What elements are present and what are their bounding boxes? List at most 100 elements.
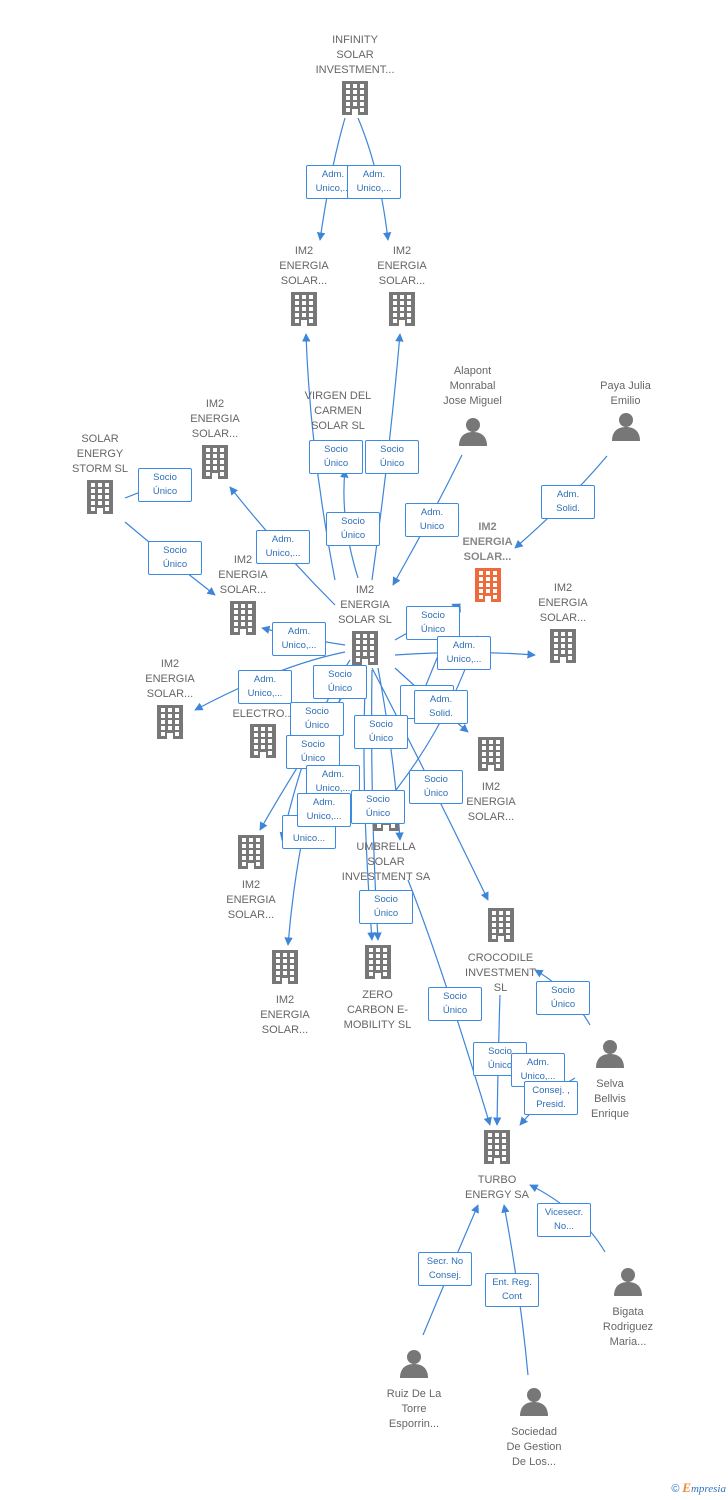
node-icon-wrap xyxy=(476,737,506,776)
relation-badge[interactable]: Vicesecr. No... xyxy=(537,1203,591,1237)
node-selva[interactable]: Selva Bellvis Enrique xyxy=(580,1038,640,1122)
person-icon xyxy=(520,1388,548,1416)
node-im2_f[interactable]: IM2 ENERGIA SOLAR... xyxy=(125,657,215,744)
relation-badge[interactable]: Socio Único xyxy=(536,981,590,1015)
node-im2_d[interactable]: IM2 ENERGIA SOLAR... xyxy=(518,581,608,668)
relation-badge[interactable]: Adm. Unico,... xyxy=(272,622,326,656)
node-im2_focus[interactable]: IM2 ENERGIA SOLAR... xyxy=(440,520,535,607)
node-icon-wrap xyxy=(548,629,578,668)
node-ruiz[interactable]: Ruiz De La Torre Esporrin... xyxy=(372,1348,456,1432)
node-label: Bigata Rodriguez Maria... xyxy=(602,1306,654,1348)
node-icon-wrap xyxy=(399,1348,429,1383)
relation-badge[interactable]: Adm. Unico,... xyxy=(347,165,401,199)
relation-badge[interactable]: Socio Único xyxy=(138,468,192,502)
node-im2_a[interactable]: IM2 ENERGIA SOLAR... xyxy=(259,244,349,331)
relation-badge[interactable]: Adm. Solid. xyxy=(541,485,595,519)
node-icon-wrap xyxy=(236,835,266,874)
relation-badge[interactable]: Secr. No Consej. xyxy=(418,1252,472,1286)
relation-badge[interactable]: Ent. Reg. Cont xyxy=(485,1273,539,1307)
node-icon-wrap xyxy=(363,945,393,984)
node-label: IM2 ENERGIA SOLAR... xyxy=(377,245,427,287)
node-virgen[interactable]: VIRGEN DEL CARMEN SOLAR SL xyxy=(292,389,384,434)
node-im2_center[interactable]: IM2 ENERGIA SOLAR SL xyxy=(320,583,410,670)
person-icon xyxy=(400,1350,428,1378)
building-icon xyxy=(230,601,256,635)
brand-name: mpresia xyxy=(690,1483,726,1495)
relation-badge[interactable]: Socio Único xyxy=(354,715,408,749)
node-solar_storm[interactable]: SOLAR ENERGY STORM SL xyxy=(55,432,145,519)
relation-badge[interactable]: Socio Único xyxy=(406,606,460,640)
relation-badge[interactable]: Socio Único xyxy=(428,987,482,1021)
relation-badge[interactable]: Adm. Unico xyxy=(405,503,459,537)
relation-badge[interactable]: Socio Único xyxy=(290,702,344,736)
relation-badge[interactable]: Socio Único xyxy=(409,770,463,804)
node-zero[interactable]: ZERO CARBON E- MOBILITY SL xyxy=(330,945,425,1033)
node-turbo[interactable]: TURBO ENERGY SA xyxy=(452,1130,542,1203)
node-icon-wrap xyxy=(458,416,488,451)
relation-badge[interactable]: Adm. Unico,... xyxy=(256,530,310,564)
brand-footer: © Empresia xyxy=(671,1480,726,1496)
relation-badge[interactable]: Socio Único xyxy=(309,440,363,474)
node-label: Paya Julia Emilio xyxy=(600,380,651,407)
building-icon xyxy=(484,1130,510,1164)
node-icon-wrap xyxy=(228,601,258,640)
node-icon-wrap xyxy=(482,1130,512,1169)
node-label: VIRGEN DEL CARMEN SOLAR SL xyxy=(304,390,372,432)
relation-badge[interactable]: Adm. Unico,... xyxy=(437,636,491,670)
node-infinity[interactable]: INFINITY SOLAR INVESTMENT... xyxy=(300,33,410,120)
node-label: Selva Bellvis Enrique xyxy=(591,1078,629,1120)
node-label: Alapont Monrabal Jose Miguel xyxy=(443,365,502,407)
node-label: Sociedad De Gestion De Los... xyxy=(506,1426,562,1468)
relation-badge[interactable]: Socio Único xyxy=(326,512,380,546)
node-label: IM2 ENERGIA SOLAR... xyxy=(145,658,195,700)
relation-badge[interactable]: Socio Único xyxy=(351,790,405,824)
node-label: INFINITY SOLAR INVESTMENT... xyxy=(315,34,395,76)
building-icon xyxy=(352,631,378,665)
relation-badge[interactable]: Socio Único xyxy=(365,440,419,474)
relation-badge[interactable]: Adm. Solid. xyxy=(414,690,468,724)
node-icon-wrap xyxy=(200,445,230,484)
node-im2_c[interactable]: IM2 ENERGIA SOLAR... xyxy=(170,397,260,484)
node-alapont[interactable]: Alapont Monrabal Jose Miguel xyxy=(425,364,520,451)
relation-badge[interactable]: Consej. , Presid. xyxy=(524,1081,578,1115)
node-sociedad[interactable]: Sociedad De Gestion De Los... xyxy=(490,1386,578,1470)
relation-badge[interactable]: Socio Único xyxy=(359,890,413,924)
building-icon xyxy=(250,724,276,758)
node-icon-wrap xyxy=(155,705,185,744)
node-icon-wrap xyxy=(611,411,641,446)
person-icon xyxy=(596,1040,624,1068)
building-icon xyxy=(478,737,504,771)
node-label: ZERO CARBON E- MOBILITY SL xyxy=(343,989,412,1031)
relation-edge xyxy=(407,879,492,1126)
node-paya[interactable]: Paya Julia Emilio xyxy=(578,379,673,446)
building-icon xyxy=(342,81,368,115)
node-icon-wrap xyxy=(85,480,115,519)
copyright-symbol: © xyxy=(671,1483,680,1495)
node-icon-wrap xyxy=(289,292,319,331)
person-icon xyxy=(458,418,487,446)
relation-badge[interactable]: Adm. Unico,... xyxy=(297,793,351,827)
node-label: IM2 ENERGIA SOLAR... xyxy=(218,554,268,596)
node-im2_g[interactable]: IM2 ENERGIA SOLAR... xyxy=(446,737,536,825)
node-crocodile[interactable]: CROCODILE INVESTMENT SL xyxy=(453,908,548,996)
relation-badge[interactable]: Socio Único xyxy=(286,735,340,769)
building-icon xyxy=(202,445,228,479)
node-label: Ruiz De La Torre Esporrin... xyxy=(386,1388,442,1430)
node-im2_i[interactable]: IM2 ENERGIA SOLAR... xyxy=(240,950,330,1038)
node-bigata[interactable]: Bigata Rodriguez Maria... xyxy=(586,1266,670,1350)
node-label: SOLAR ENERGY STORM SL xyxy=(71,433,129,475)
node-icon-wrap xyxy=(270,950,300,989)
building-icon xyxy=(487,908,514,942)
node-label: IM2 ENERGIA SOLAR SL xyxy=(338,584,392,626)
node-label: IM2 ENERGIA SOLAR... xyxy=(226,879,276,921)
relation-badge[interactable]: Socio Único xyxy=(313,665,367,699)
relation-badge[interactable]: Socio Único xyxy=(148,541,202,575)
node-im2_b[interactable]: IM2 ENERGIA SOLAR... xyxy=(357,244,447,331)
node-icon-wrap xyxy=(595,1038,625,1073)
relation-badge[interactable]: Adm. Unico,... xyxy=(238,670,292,704)
node-icon-wrap xyxy=(387,292,417,331)
building-icon xyxy=(291,292,317,326)
building-icon xyxy=(272,950,298,984)
node-im2_h[interactable]: IM2 ENERGIA SOLAR... xyxy=(206,835,296,923)
node-im2_e[interactable]: IM2 ENERGIA SOLAR... xyxy=(198,553,288,640)
